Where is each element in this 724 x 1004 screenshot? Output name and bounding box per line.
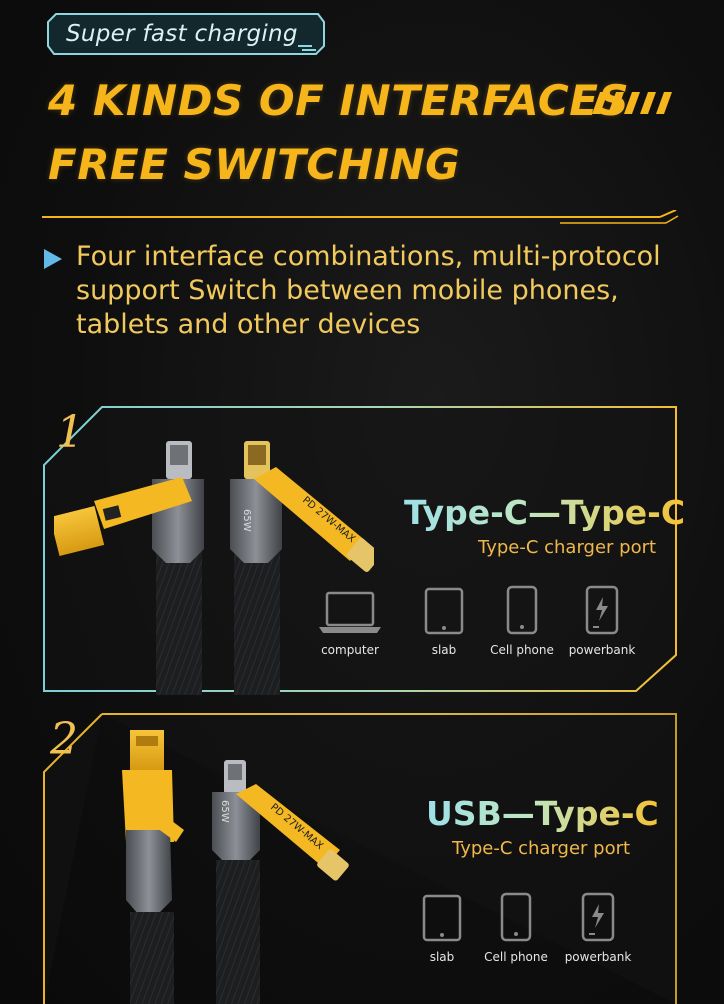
powerbank-icon (581, 892, 615, 942)
device-label: powerbank (564, 950, 632, 964)
device-powerbank: powerbank (562, 585, 642, 657)
device-powerbank: powerbank (558, 892, 638, 964)
panel-title: USB—Type-C (426, 794, 659, 833)
play-triangle-icon (44, 249, 62, 269)
device-slab: slab (404, 587, 484, 657)
headline-line-2: FREE SWITCHING (48, 140, 461, 189)
badge-frame (47, 13, 325, 55)
device-label: slab (431, 643, 457, 657)
device-cell-phone: Cell phone (476, 892, 556, 964)
tablet-icon (424, 587, 464, 635)
device-cell-phone: Cell phone (482, 585, 562, 657)
decorative-slashes (592, 92, 672, 114)
cable-label-watt: 65W (241, 509, 252, 532)
panel-subtitle: Type-C charger port (452, 838, 631, 859)
headline-line-1: 4 KINDS OF INTERFACES (48, 76, 630, 125)
laptop-icon (319, 591, 381, 633)
device-slab: slab (402, 894, 482, 964)
device-label: Cell phone (490, 643, 554, 657)
divider-line (42, 210, 679, 224)
device-label: Cell phone (484, 950, 548, 964)
panel-title: Type-C—Type-C (404, 493, 686, 532)
interface-panel-2: 2 PD 27W-MAX 65W USB—Typ (40, 712, 680, 1004)
powerbank-icon (585, 585, 619, 635)
description-text: Four interface combinations, multi-proto… (76, 241, 661, 340)
phone-icon (506, 585, 538, 635)
device-label: slab (429, 950, 455, 964)
panel-number: 2 (50, 714, 78, 765)
panel-number: 1 (56, 407, 84, 458)
panel-subtitle: Type-C charger port (478, 537, 657, 558)
cable-illustration: PD 27W-MAX 65W (122, 730, 349, 1004)
cable-label-watt: 65W (219, 800, 230, 823)
interface-panel-1: 1 PD 27W-MAX 65W Ty (40, 405, 685, 695)
super-fast-charging-badge: Super fast charging (46, 12, 326, 56)
cable-illustration: PD 27W-MAX 65W (54, 441, 374, 695)
tablet-icon (422, 894, 462, 942)
phone-icon (500, 892, 532, 942)
badge-text: Super fast charging (66, 21, 298, 47)
device-computer: computer (310, 589, 390, 657)
device-label: powerbank (568, 643, 636, 657)
device-label: computer (321, 643, 379, 657)
panel-frame (43, 713, 677, 1004)
